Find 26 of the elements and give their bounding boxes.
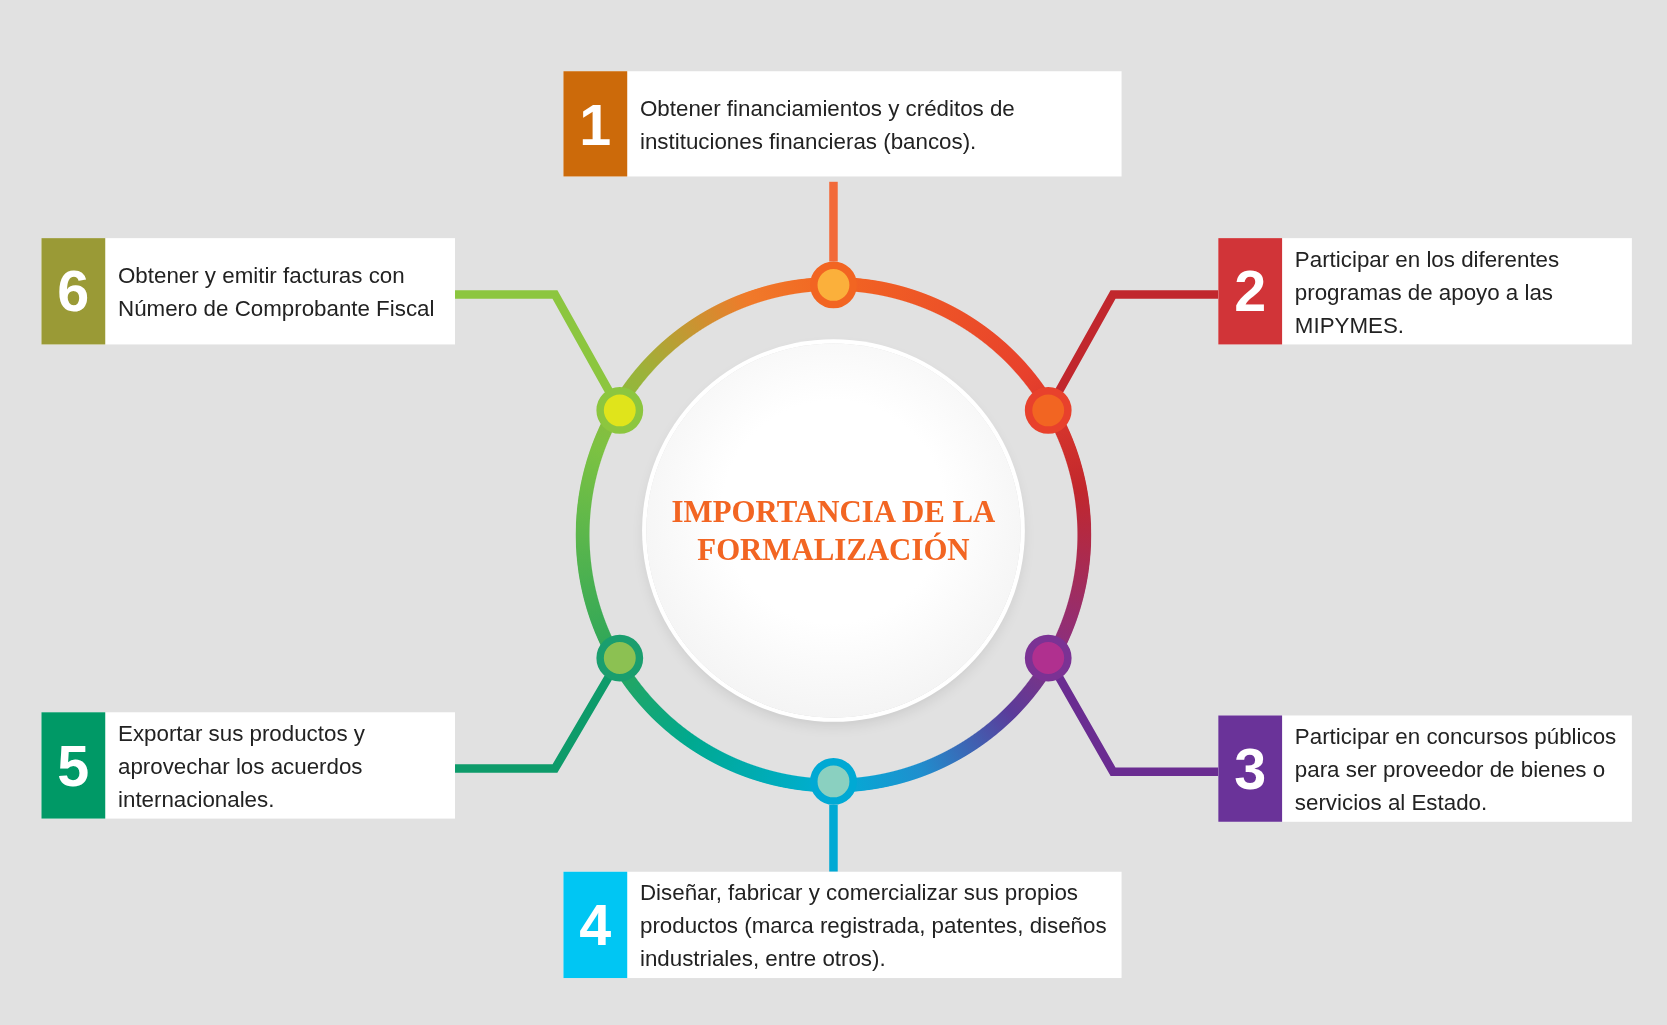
description-text: Participar en los diferentes programas de apoyo a las MIPYMES. xyxy=(1293,245,1561,339)
leader-line xyxy=(829,804,838,872)
number-badge: 3 xyxy=(1218,715,1283,822)
text-card xyxy=(1218,715,1632,822)
number-badge: 6 xyxy=(41,238,106,345)
text-card xyxy=(563,871,1122,979)
description-text: Diseñar, fabricar y comercializar sus propios productos (marca registrada, patentes, diseños industriales, entre otros). xyxy=(639,878,1108,973)
description-text: Participar en concursos públicos para ser proveedor de bienes o servicios al Estado. xyxy=(1293,722,1618,816)
leader-line xyxy=(829,181,838,262)
ring-dot xyxy=(810,261,857,309)
number-badge: 5 xyxy=(41,712,106,819)
text-card xyxy=(41,712,455,819)
description-text: Exportar sus productos y aprovechar los acuerdos internacionales. xyxy=(117,719,366,813)
number-badge: 2 xyxy=(1218,238,1283,345)
description-text: Obtener y emitir facturas con Número de Comprobante Fiscal xyxy=(117,261,436,323)
number-badge: 1 xyxy=(563,71,628,177)
description-text: Obtener financiamientos y créditos de instituciones financieras (bancos). xyxy=(639,94,1016,156)
number-badge: 4 xyxy=(563,871,628,979)
text-card xyxy=(41,238,455,345)
leader-line xyxy=(1055,674,1219,777)
text-card xyxy=(1218,238,1632,345)
leader-line xyxy=(1054,290,1219,394)
text-card xyxy=(563,71,1122,177)
leader-line xyxy=(455,290,614,394)
center-label: IMPORTANCIA DE LA FORMALIZACIÓN xyxy=(670,493,997,569)
leader-line xyxy=(455,674,613,773)
